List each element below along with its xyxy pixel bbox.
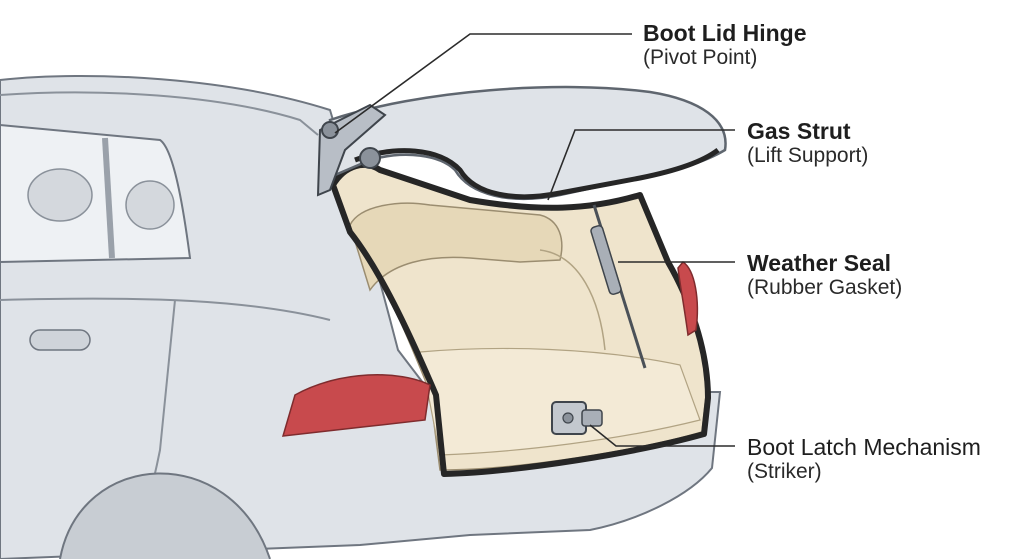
wheel-arch: [59, 472, 271, 559]
tail-light-left: [281, 374, 431, 437]
label-weather-seal: Weather Seal (Rubber Gasket): [747, 250, 902, 301]
label-boot-lid-hinge: Boot Lid Hinge (Pivot Point): [643, 20, 807, 71]
door-handle: [29, 329, 91, 351]
tail-light-right: [677, 261, 699, 337]
leader-line-latch: [589, 424, 735, 447]
label-title: Weather Seal: [747, 250, 892, 276]
label-gas-strut: Gas Strut (Lift Support): [747, 118, 868, 169]
boot-lid-hinge[interactable]: [316, 103, 387, 197]
leader-line-strut: [547, 129, 735, 201]
gas-strut[interactable]: [590, 204, 647, 369]
label-title: Boot Latch Mechanism: [747, 434, 981, 460]
label-subtitle: (Pivot Point): [643, 46, 758, 70]
window-pillar: [102, 137, 115, 259]
label-subtitle: (Lift Support): [747, 144, 869, 168]
roof-line: [0, 91, 319, 136]
label-subtitle: (Rubber Gasket): [747, 276, 903, 300]
boot-side-trim: [539, 249, 606, 351]
boot-latch[interactable]: [551, 401, 603, 435]
headrest-left: [27, 168, 93, 222]
rear-seats: [349, 202, 563, 292]
leader-line-hinge: [334, 33, 632, 134]
door-line: [0, 297, 331, 321]
label-title: Boot Lid Hinge: [643, 20, 807, 46]
weather-seal[interactable]: [330, 162, 711, 477]
headrest-right: [125, 180, 175, 230]
label-boot-latch: Boot Latch Mechanism (Striker): [747, 434, 981, 485]
label-title: Gas Strut: [747, 118, 851, 144]
label-subtitle: (Striker): [747, 460, 822, 484]
boot-lid-inner-seal: [354, 147, 720, 200]
